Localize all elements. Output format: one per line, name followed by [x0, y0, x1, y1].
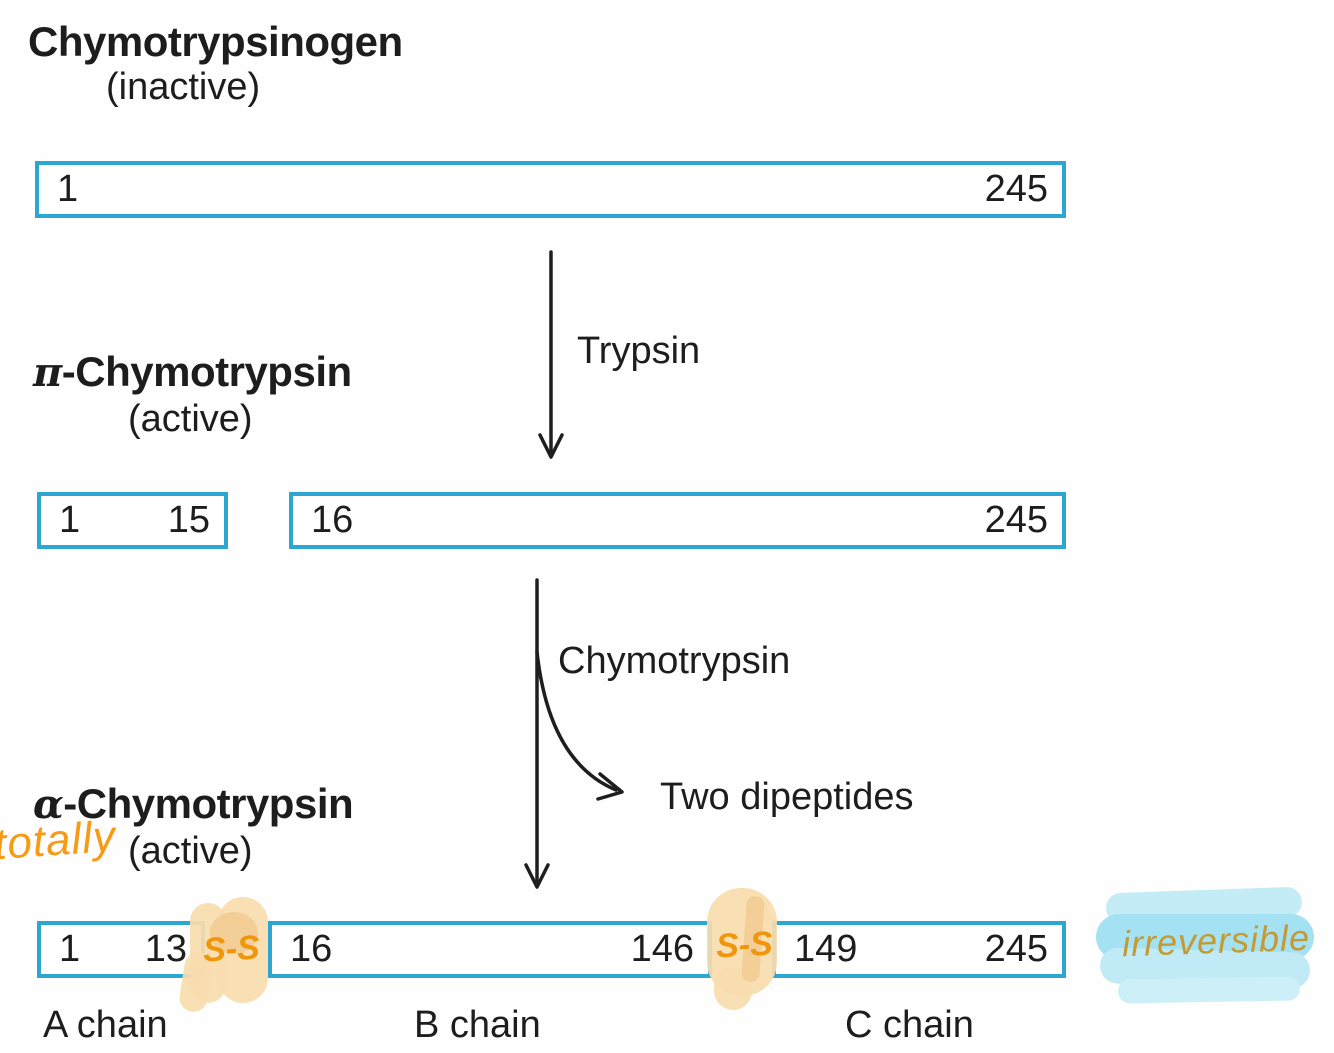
bar-start-label: 1	[59, 928, 81, 970]
stage-state-active-alpha: (active)	[128, 830, 253, 872]
c-chain-label: C chain	[845, 1004, 974, 1046]
bar-end-label: 15	[167, 499, 210, 541]
bar-end-label: 245	[984, 168, 1048, 210]
bar-end-label: 13	[144, 928, 187, 970]
bar-start-label: 16	[290, 928, 333, 970]
chymotrypsin-label: Chymotrypsin	[558, 640, 791, 682]
handwritten-totally: totally	[0, 811, 118, 870]
bar-c-chain: 149 245	[772, 921, 1066, 978]
disulfide-bond-label-2: S-S	[715, 924, 774, 966]
trypsin-arrow	[538, 250, 564, 459]
blue-highlight-stroke-4	[1117, 976, 1301, 1004]
stage-state-inactive: (inactive)	[106, 66, 261, 108]
a-chain-label: A chain	[43, 1004, 168, 1046]
bar-a-chain: 1 13	[37, 921, 205, 978]
bar-start-label: 1	[57, 168, 79, 210]
b-chain-label: B chain	[414, 1004, 541, 1046]
disulfide-bond-label-1: S-S	[202, 928, 261, 970]
stage-title-pi-chymotrypsin: π-Chymotrypsin	[33, 348, 352, 396]
bar-start-label: 149	[794, 928, 858, 970]
stage-title-text: -Chymotrypsin	[61, 348, 352, 395]
bar-pi-main: 16 245	[289, 492, 1066, 549]
bar-end-label: 245	[984, 928, 1048, 970]
bar-start-label: 1	[59, 499, 81, 541]
bar-b-chain: 16 146	[268, 921, 712, 978]
handwritten-irreversible: irreversible	[1121, 916, 1311, 965]
two-dipeptides-label: Two dipeptides	[660, 776, 914, 818]
bar-end-label: 146	[630, 928, 694, 970]
alpha-symbol: α	[33, 781, 64, 828]
stage-state-active-pi: (active)	[128, 398, 253, 440]
stage-title-chymotrypsinogen: Chymotrypsinogen	[28, 18, 403, 65]
pi-symbol: π	[33, 349, 62, 396]
trypsin-label: Trypsin	[577, 330, 701, 372]
bar-start-label: 16	[311, 499, 354, 541]
bar-chymotrypsinogen: 1 245	[35, 161, 1066, 218]
bar-pi-nterminal: 1 15	[37, 492, 228, 549]
stage-title-alpha-chymotrypsin: α-Chymotrypsin	[33, 780, 354, 828]
chymotrypsin-arrow	[524, 578, 550, 889]
bar-end-label: 245	[984, 499, 1048, 541]
highlighter-blob-1-dark	[210, 912, 258, 954]
stage-title-text: -Chymotrypsin	[63, 780, 354, 827]
